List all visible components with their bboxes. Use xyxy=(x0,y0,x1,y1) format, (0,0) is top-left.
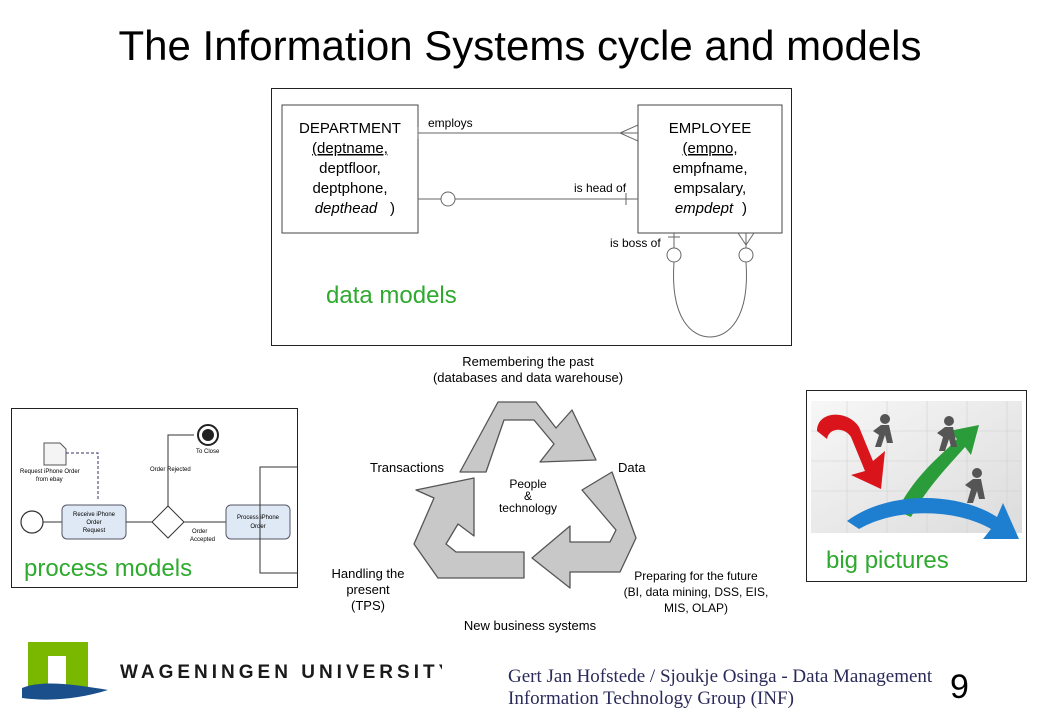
department-entity xyxy=(281,104,419,234)
red-arrow-icon xyxy=(817,414,885,489)
cycle-bl-line-1: Handling the xyxy=(332,566,405,581)
cycle-bottom-label: New business systems xyxy=(464,618,597,633)
head-optional-circle xyxy=(440,191,456,207)
employee-entity xyxy=(637,104,783,234)
head-label: is head of xyxy=(574,181,627,195)
task2-line-2: Order xyxy=(250,524,265,530)
process-models-label: process models xyxy=(24,555,193,582)
green-arrow-icon xyxy=(897,425,979,517)
cycle-center-line-1: People xyxy=(509,477,547,491)
employee-attr-3: empsalary, xyxy=(674,180,746,197)
cycle-arrow-right xyxy=(531,471,637,589)
employs-crowfoot xyxy=(618,124,639,142)
page-number: 9 xyxy=(950,668,969,706)
doc-label-2: from ebay xyxy=(36,477,63,483)
employee-attr-1: (empno, xyxy=(682,140,737,157)
wageningen-logo: WAGENINGEN UNIVERSITY xyxy=(22,642,442,700)
end-label: To Close xyxy=(196,449,220,455)
start-event xyxy=(20,510,44,534)
is-cycle-diagram: Remembering the past (databases and data… xyxy=(332,354,769,633)
cycle-arrow-left xyxy=(413,477,525,579)
process-diagram: Request iPhone Order from ebay Receive i… xyxy=(20,424,297,574)
cycle-center-line-2: & xyxy=(524,489,532,503)
cycle-left-label: Transactions xyxy=(370,460,444,475)
pool-boundary xyxy=(259,466,297,574)
department-attr-2: deptfloor, xyxy=(319,160,381,177)
task1-line-1: Receive iPhone xyxy=(73,512,116,518)
cycle-br-line-2: (BI, data mining, DSS, EIS, xyxy=(624,585,769,599)
end-event-inner xyxy=(202,429,214,441)
footer-line-1: Gert Jan Hofstede / Sjoukje Osinga - Dat… xyxy=(508,666,933,687)
association-line xyxy=(66,452,99,501)
data-models-label: data models xyxy=(326,282,457,309)
cycle-br-line-1: Preparing for the future xyxy=(634,569,758,583)
blue-arrow-icon xyxy=(847,497,1019,539)
task1-line-2: Order xyxy=(86,520,101,526)
accepted-line-1: Order xyxy=(192,529,207,535)
er-diagram: DEPARTMENT (deptname, deptfloor, deptpho… xyxy=(281,104,783,338)
person-figures-icon xyxy=(873,414,985,503)
employee-attr-2: empfname, xyxy=(672,160,747,177)
boss-crowfoot xyxy=(737,232,755,246)
cycle-right-label: Data xyxy=(618,460,646,475)
big-picture-illustration xyxy=(811,401,1022,539)
doc-label-1: Request iPhone Order xyxy=(20,469,80,475)
department-attr-4: depthead xyxy=(315,200,378,217)
document-icon xyxy=(43,442,67,466)
big-pictures-label: big pictures xyxy=(826,547,949,574)
er-diagram-panel: DEPARTMENT (deptname, deptfloor, deptpho… xyxy=(271,88,792,346)
accepted-line-2: Accepted xyxy=(190,537,215,543)
employee-close-paren: ) xyxy=(742,200,747,217)
department-attr-3: deptphone, xyxy=(312,180,387,197)
big-pictures-panel: big pictures xyxy=(806,390,1027,582)
cycle-br-line-3: MIS, OLAP) xyxy=(664,601,728,615)
logo-text: WAGENINGEN UNIVERSITY xyxy=(120,662,442,683)
cycle-bl-line-2: present xyxy=(346,582,390,597)
employee-name: EMPLOYEE xyxy=(669,120,752,137)
task2-line-1: Process iPhone xyxy=(237,515,280,521)
boss-loop xyxy=(673,261,747,338)
boss-circle-right xyxy=(738,247,754,263)
logo-blue-wave xyxy=(22,683,108,700)
department-name: DEPARTMENT xyxy=(299,120,401,137)
logo-white-gap xyxy=(48,656,66,692)
footer-line-2: Information Technology Group (INF) xyxy=(508,688,794,709)
cycle-top-line-2: (databases and data warehouse) xyxy=(433,370,623,385)
employee-attr-4: empdept xyxy=(675,200,734,217)
employs-label: employs xyxy=(428,116,473,130)
flow-reject xyxy=(167,434,194,506)
task-process-order xyxy=(225,504,291,540)
gateway xyxy=(151,505,185,539)
cycle-arrow-top xyxy=(459,401,597,473)
slide-title: The Information Systems cycle and models xyxy=(118,22,922,69)
cycle-top-line-1: Remembering the past xyxy=(462,354,594,369)
reject-label: Order Rejected xyxy=(150,467,191,473)
process-model-panel: Request iPhone Order from ebay Receive i… xyxy=(11,408,298,588)
department-attr-1: (deptname, xyxy=(312,140,388,157)
task1-line-3: Request xyxy=(83,528,106,534)
boss-circle-left xyxy=(666,247,682,263)
department-close-paren: ) xyxy=(390,200,395,217)
cycle-bl-line-3: (TPS) xyxy=(351,598,385,613)
boss-label: is boss of xyxy=(610,236,661,250)
cycle-center-line-3: technology xyxy=(499,501,557,515)
